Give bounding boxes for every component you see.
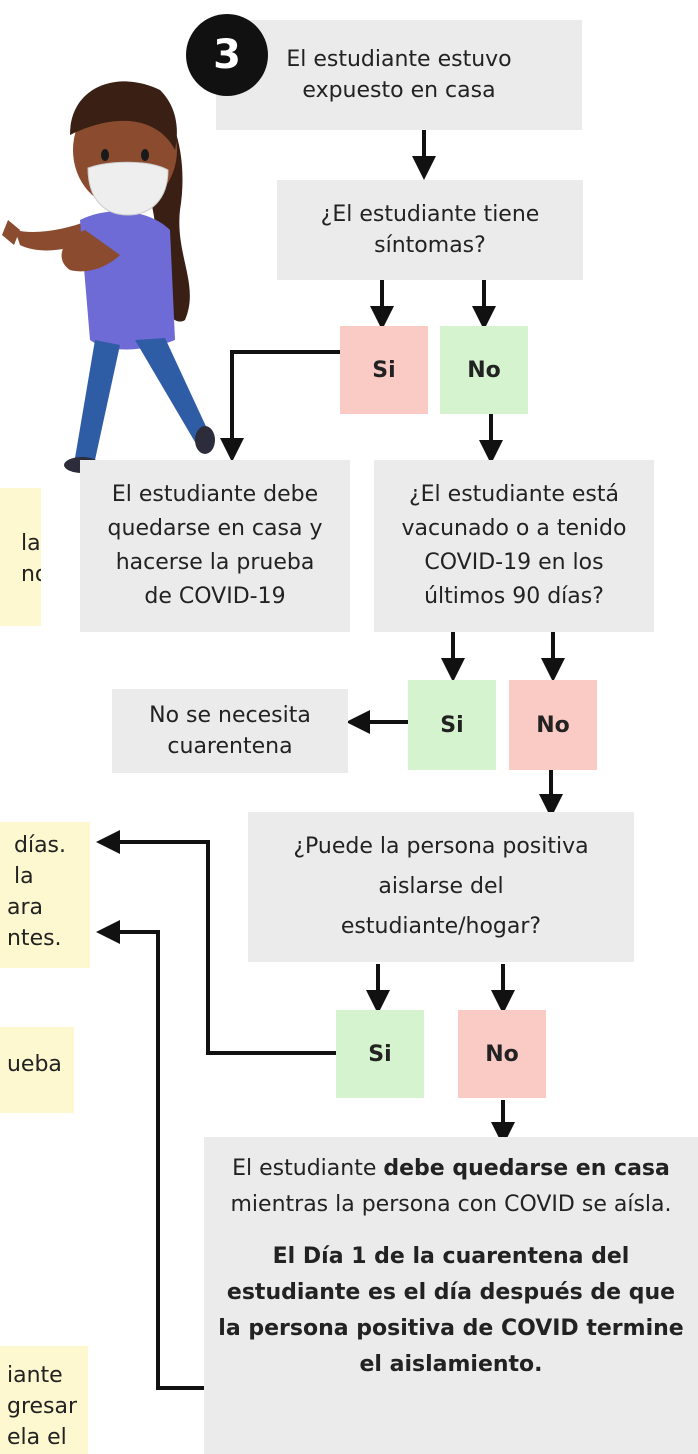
isolate-yes: Si xyxy=(336,1010,424,1098)
node-vaccinated-question: ¿El estudiante está vacunado o a tenido … xyxy=(374,460,654,632)
isolate-no: No xyxy=(458,1010,546,1098)
node-no-quarantine-needed: No se necesita cuarentena xyxy=(112,689,348,773)
node-stay-home-and-test: El estudiante debe quedarse en casa y ha… xyxy=(80,460,350,632)
final-paragraph-2: El Día 1 de la cuarentena del estudiante… xyxy=(218,1244,684,1377)
note-cropped-3: ueba xyxy=(0,1027,74,1113)
student-wearing-mask-icon xyxy=(2,81,215,473)
note-cropped-1: la no xyxy=(0,488,41,626)
note-cropped-2: días. la ara ntes. xyxy=(0,822,90,968)
symptoms-yes: Si xyxy=(340,326,428,414)
node-can-isolate-question: ¿Puede la persona positiva aislarse del … xyxy=(248,812,634,962)
step-number-badge: 3 xyxy=(186,14,268,96)
node-has-symptoms-question: ¿El estudiante tiene síntomas? xyxy=(277,180,583,280)
note-cropped-4: iante gresar ela el xyxy=(0,1346,88,1454)
final-paragraph-1: El estudiante debe quedarse en casa mien… xyxy=(230,1156,672,1217)
vaccinated-no: No xyxy=(509,680,597,770)
node-final-stay-home: El estudiante debe quedarse en casa mien… xyxy=(204,1137,698,1454)
node-exposed-at-home: El estudiante estuvo expuesto en casa xyxy=(216,20,582,130)
symptoms-no: No xyxy=(440,326,528,414)
vaccinated-yes: Si xyxy=(408,680,496,770)
